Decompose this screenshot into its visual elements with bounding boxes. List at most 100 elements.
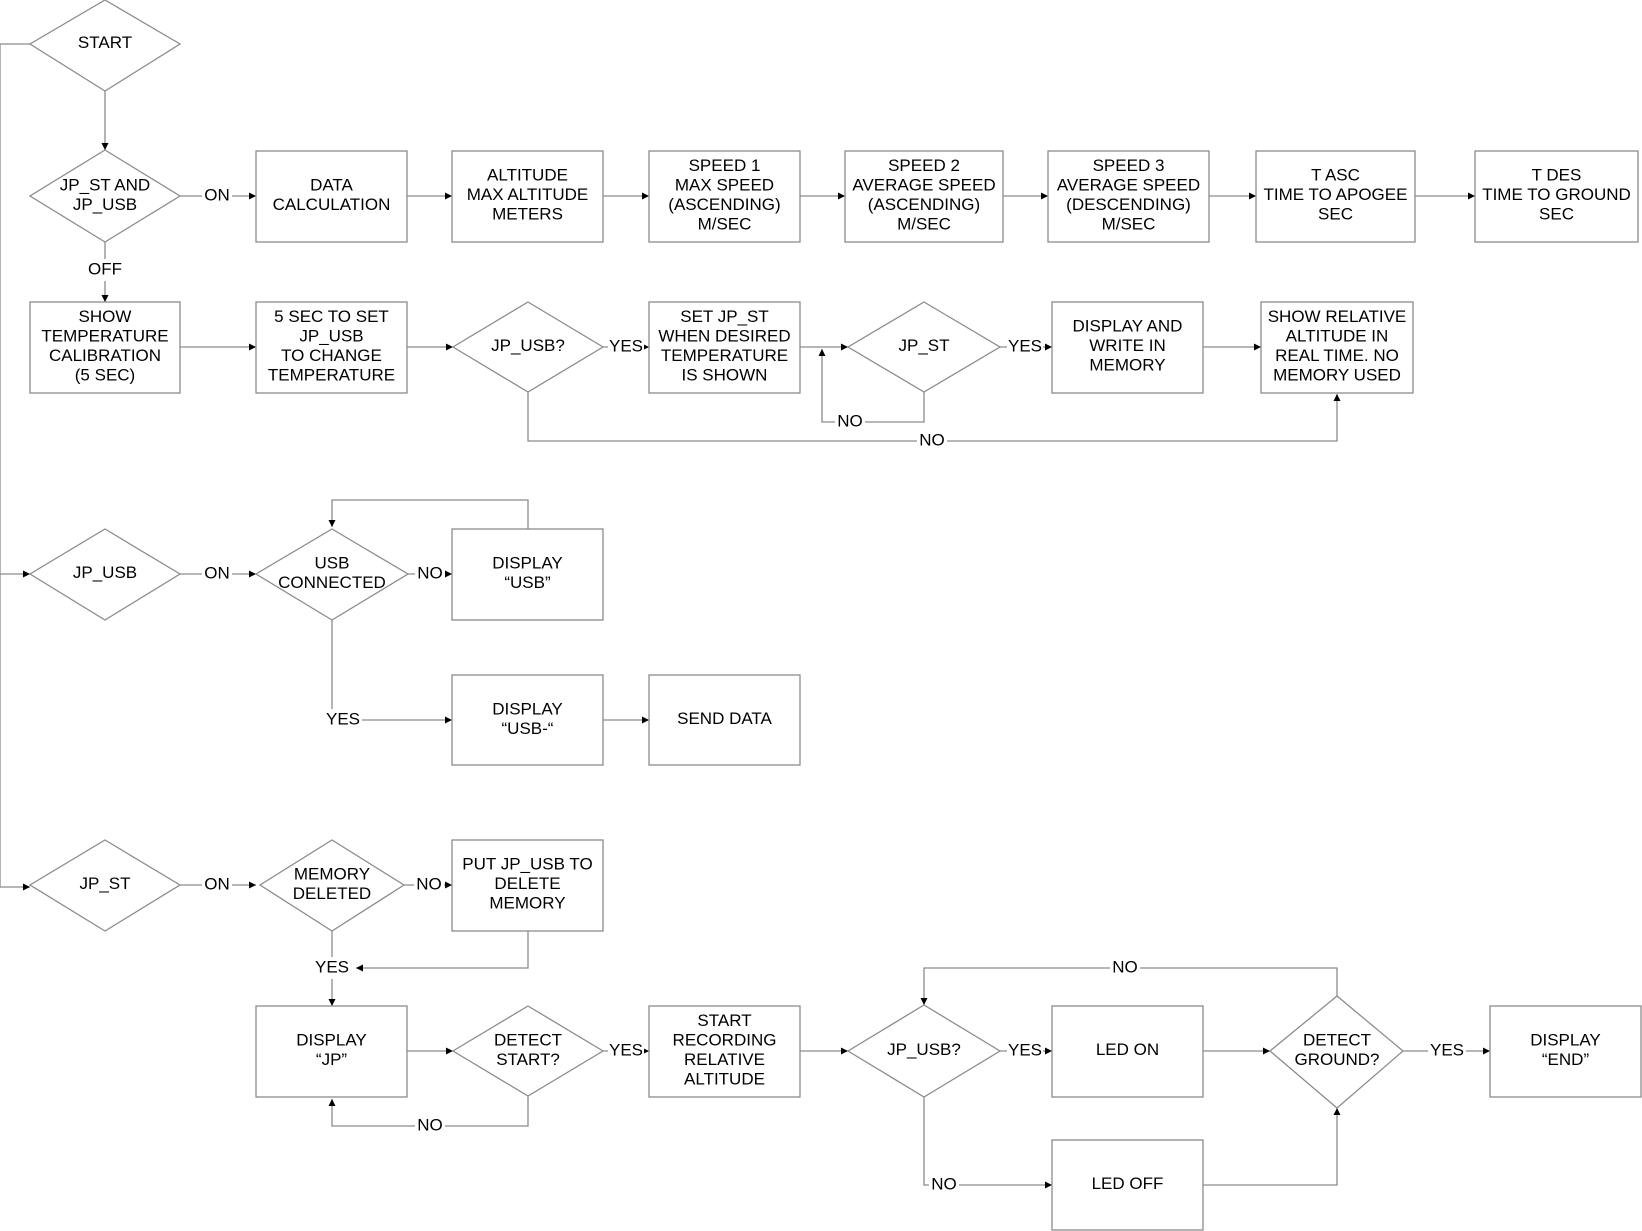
node-text-line: JP_USB — [73, 195, 137, 214]
svg-text:ON: ON — [204, 185, 230, 204]
node-text-line: DELETE — [494, 874, 560, 893]
svg-text:ON: ON — [204, 874, 230, 893]
node-text-line: SET JP_ST — [680, 307, 769, 326]
node-text-line: AVERAGE SPEED — [1057, 176, 1200, 195]
connector-jpusbq2-no — [923, 1097, 1052, 1189]
connector-ledoff-ground — [1203, 1108, 1341, 1186]
connector-start-bus — [0, 43, 30, 887]
node-text-line: TEMPERATURE — [41, 327, 168, 346]
node-text-line: CALCULATION — [273, 195, 391, 214]
node-text-line: ALTITUDE — [487, 166, 568, 185]
svg-text:YES: YES — [609, 1040, 643, 1059]
node-text-line: METERS — [492, 205, 563, 224]
node-send-data-text: SEND DATA — [677, 709, 772, 728]
node-text-line: (5 SEC) — [75, 366, 135, 385]
node-text-line: M/SEC — [698, 215, 752, 234]
node-display-usb-text: DISPLAY“USB” — [492, 554, 563, 593]
node-text-line: JP_USB — [73, 563, 137, 582]
node-jpusb-question-1-text: JP_USB? — [491, 336, 565, 355]
edge-label-on-3: ON — [202, 874, 232, 896]
node-text-line: MEMORY USED — [1273, 366, 1401, 385]
node-text-line: M/SEC — [1102, 215, 1156, 234]
node-led-on-text: LED ON — [1096, 1040, 1159, 1059]
node-text-line: SEC — [1539, 205, 1574, 224]
edge-label-no-detect-start: NO — [415, 1115, 445, 1137]
node-text-line: LED ON — [1096, 1040, 1159, 1059]
node-text-line: ALTITUDE — [684, 1070, 765, 1089]
node-text-line: START — [78, 33, 132, 52]
node-text-line: REAL TIME. NO — [1275, 346, 1399, 365]
node-text-line: DISPLAY — [296, 1031, 367, 1050]
node-text-line: TO CHANGE — [281, 346, 382, 365]
node-jpusb-question-2: JP_USB? — [846, 1004, 1002, 1098]
node-text-line: DISPLAY — [492, 700, 563, 719]
node-jpst-question-text: JP_ST — [898, 336, 949, 355]
node-text-line: JP_ST AND — [60, 176, 150, 195]
node-jpusb-question-1: JP_USB? — [451, 301, 605, 393]
node-text-line: DETECT — [494, 1031, 562, 1050]
node-text-line: “USB” — [504, 573, 551, 592]
node-led-off-text: LED OFF — [1092, 1174, 1164, 1193]
node-display-jp: DISPLAY“JP” — [255, 1005, 408, 1098]
node-jp-st-text: JP_ST — [79, 874, 130, 893]
node-text-line: “END” — [1542, 1050, 1590, 1069]
node-jp-usb: JP_USB — [28, 528, 182, 621]
node-display-end-text: DISPLAY“END” — [1530, 1031, 1601, 1070]
node-text-line: WHEN DESIRED — [658, 327, 790, 346]
node-display-jp-text: DISPLAY“JP” — [296, 1031, 367, 1070]
node-text-line: DELETED — [293, 884, 371, 903]
svg-text:YES: YES — [1008, 336, 1042, 355]
svg-text:NO: NO — [417, 1115, 443, 1134]
node-jp-usb-text: JP_USB — [73, 563, 137, 582]
edge-label-yes-ground: YES — [1428, 1040, 1466, 1062]
node-text-line: JP_USB? — [491, 336, 565, 355]
svg-text:NO: NO — [931, 1174, 957, 1193]
node-text-line: RECORDING — [673, 1031, 777, 1050]
node-text-line: IS SHOWN — [682, 366, 768, 385]
edge-label-on-2: ON — [202, 563, 232, 585]
node-text-line: SPEED 3 — [1093, 156, 1165, 175]
svg-text:YES: YES — [609, 336, 643, 355]
node-text-line: 5 SEC TO SET — [274, 307, 389, 326]
edge-label-no-jpusb2: NO — [929, 1174, 959, 1196]
svg-text:NO: NO — [919, 430, 945, 449]
node-text-line: TEMPERATURE — [268, 366, 395, 385]
node-text-line: SPEED 2 — [888, 156, 960, 175]
node-text-line: GROUND? — [1294, 1050, 1379, 1069]
edge-label-no-usb: NO — [415, 563, 445, 585]
node-text-line: JP_ST — [79, 874, 130, 893]
node-text-line: “USB-“ — [502, 719, 554, 738]
connector-jpst-no-loop — [818, 349, 925, 423]
svg-text:NO: NO — [417, 563, 443, 582]
node-text-line: T DES — [1532, 166, 1582, 185]
node-jp-st: JP_ST — [28, 839, 182, 932]
node-text-line: TEMPERATURE — [661, 346, 788, 365]
edge-label-no-mem: NO — [414, 874, 444, 896]
node-text-line: AVERAGE SPEED — [852, 176, 995, 195]
node-text-line: TIME TO APOGEE — [1264, 185, 1408, 204]
edge-label-yes-mem: YES — [313, 957, 351, 979]
node-text-line: PUT JP_USB TO — [462, 855, 592, 874]
node-text-line: SEC — [1318, 205, 1353, 224]
